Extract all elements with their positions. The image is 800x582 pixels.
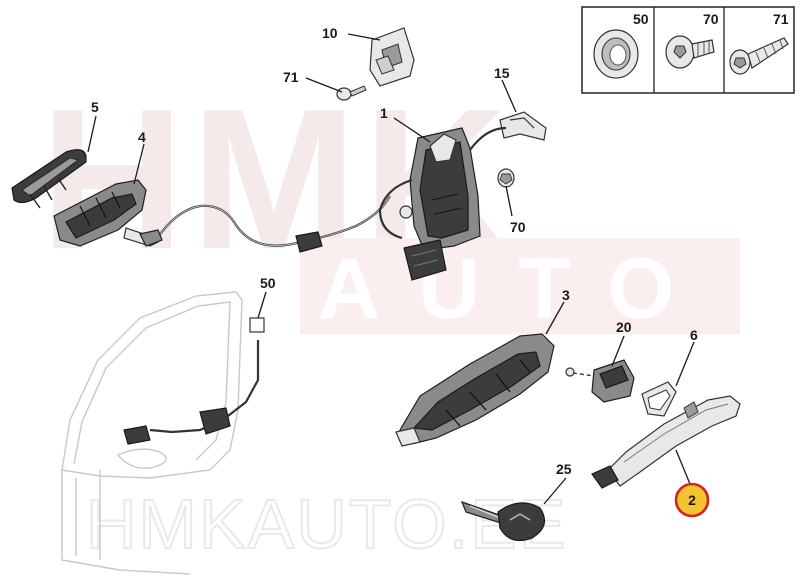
screw-icon [729,37,789,75]
part-1-door-lock[interactable] [378,127,481,281]
part-10-door-striker[interactable] [369,27,415,87]
part-2-outer-handle[interactable] [591,395,741,489]
grommet-50-marker [249,317,265,333]
cable-end-clip [139,229,163,247]
callout-15: 15 [494,65,510,81]
callout-50: 50 [260,275,276,291]
legend-label-71: 71 [773,11,789,27]
callout-2: 2 [688,492,696,508]
part-3-outer-handle-bracket[interactable] [395,333,555,447]
grommet-icon [593,29,639,79]
bolt-icon [665,35,715,69]
callout-6: 6 [690,327,698,343]
callout-10: 10 [322,25,338,41]
callout-71: 71 [283,69,299,85]
part-5-inner-handle-bezel[interactable] [11,149,87,209]
watermark-band [300,238,740,334]
callout-25: 25 [556,461,572,477]
callout-20: 20 [616,319,632,335]
door-cable-clip [123,425,151,445]
part-6-handle-gasket[interactable] [641,381,677,417]
leader-lines [87,33,695,505]
highlight-ring [674,482,710,518]
door-cable [123,317,265,445]
bolt-70-lock[interactable] [497,168,515,188]
part-15-cable-guide[interactable] [469,111,547,151]
callout-3: 3 [562,287,570,303]
callout-4: 4 [138,129,146,145]
fastener-legend: 50 70 71 [581,6,795,94]
inner-release-cable [139,195,391,253]
watermark-url: HMKAUTO.EE [86,485,568,563]
cable-sleeve [295,231,323,253]
callout-1: 1 [380,105,388,121]
callout-5: 5 [91,99,99,115]
part-20-lock-cylinder[interactable] [565,359,635,403]
callout-numbers: 10 71 5 4 1 15 70 50 3 20 6 25 2 [91,25,710,518]
watermark-logo-sub: AUTO [318,241,712,337]
door-latch-bracket [199,407,231,435]
part-25-key[interactable] [460,500,546,541]
legend-label-50: 50 [633,11,649,27]
legend-label-70: 70 [703,11,719,27]
callout-2-highlight[interactable]: 2 [674,482,710,518]
callout-70: 70 [510,219,526,235]
